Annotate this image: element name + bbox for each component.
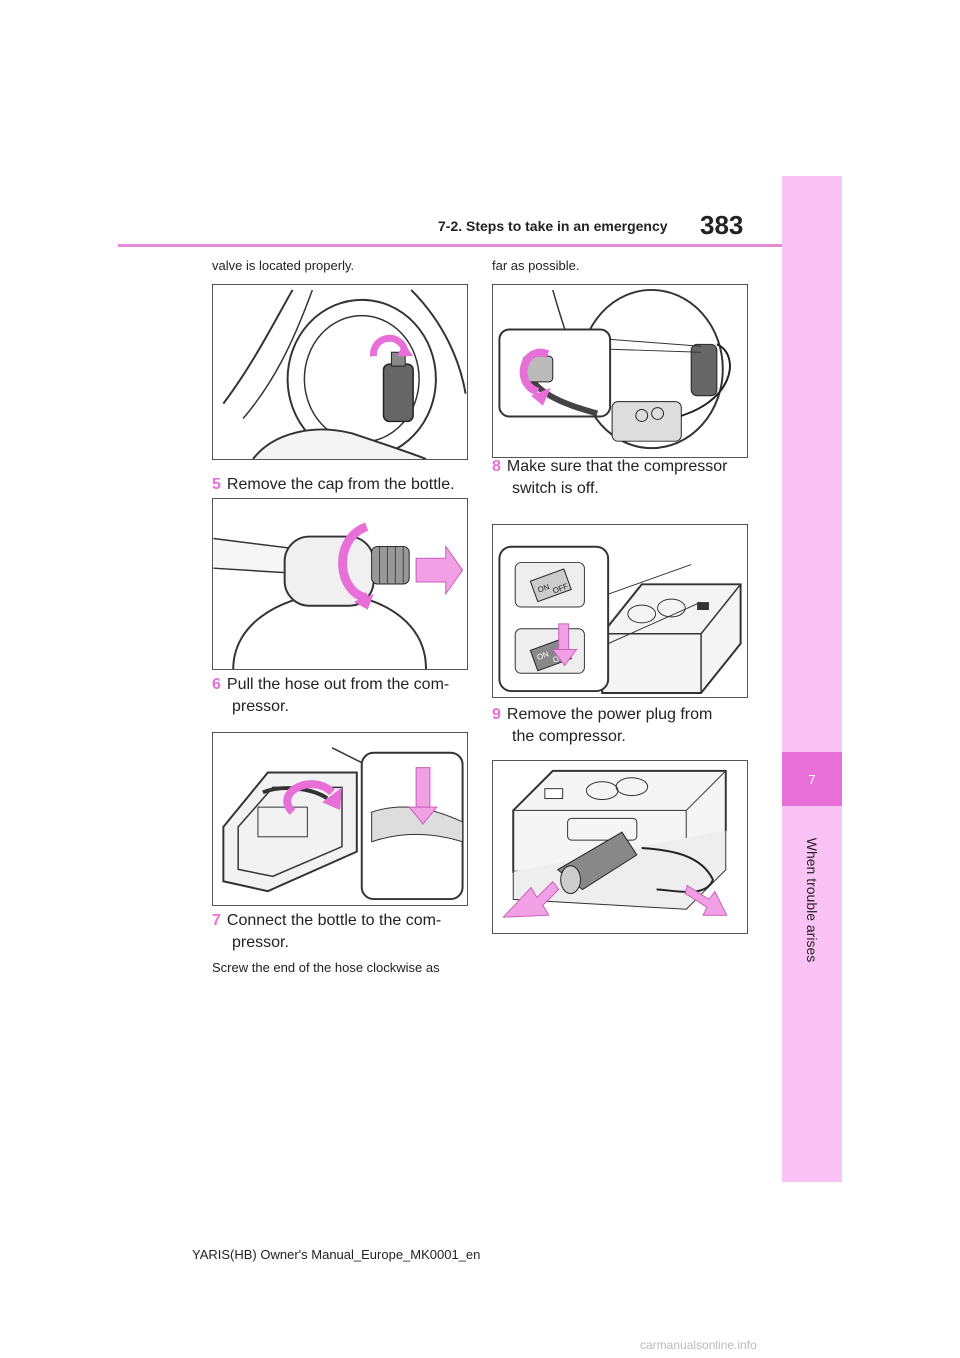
step-number: 5 [212, 476, 221, 493]
header-divider [118, 244, 782, 247]
switch-top-label: ON [536, 582, 550, 595]
step-number: 7 [212, 912, 221, 929]
figure-connect-hose [492, 284, 748, 458]
step-text-line-1: Connect the bottle to the com- [226, 912, 442, 929]
step-text-line-2: switch is off. [512, 480, 599, 497]
figure-compressor-switch: ON OFF ON OFF [492, 524, 748, 698]
step-5: 5 Remove the cap from the bottle. [212, 474, 472, 496]
step-7: 7 Connect the bottle to the com- pressor. [212, 910, 472, 954]
chapter-number-tab[interactable]: 7 [782, 752, 842, 806]
figure-valve-bottle [212, 284, 468, 460]
watermark-text: carmanualsonline.info [640, 1338, 757, 1352]
compressor-hose-illustration [222, 747, 464, 901]
step-text-line-2: pressor. [232, 934, 289, 951]
bottle-cap-illustration [213, 522, 464, 669]
figure-remove-cap [212, 498, 468, 670]
step-text-line-1: Pull the hose out from the com- [226, 676, 450, 693]
step-text-line-1: Remove the power plug from [506, 706, 713, 723]
page-number: 383 [700, 210, 744, 240]
tire-bottle-illustration [222, 289, 467, 459]
step-9: 9 Remove the power plug from the compress… [492, 704, 752, 748]
continued-text-right: far as possible. [492, 258, 580, 273]
note-text: Screw the end of the hose clockwise as [212, 960, 440, 975]
figure-pull-hose [212, 732, 468, 906]
step-number: 6 [212, 676, 221, 693]
step-text-line-2: pressor. [232, 698, 289, 715]
hose-connection-illustration [498, 288, 731, 450]
chapter-sidebar [782, 176, 842, 1182]
continued-text-left: valve is located properly. [212, 258, 355, 273]
section-title: 7-2. Steps to take in an emergency [438, 218, 668, 234]
footer-manual-id: YARIS(HB) Owner's Manual_Europe_MK0001_e… [192, 1247, 481, 1262]
figure-remove-power-plug [492, 760, 748, 934]
step-number: 9 [492, 706, 501, 723]
step-text-line-2: the compressor. [512, 728, 626, 745]
step-text: Remove the cap from the bottle. [226, 476, 455, 493]
step-text-line-1: Make sure that the compressor [506, 458, 728, 475]
step-6: 6 Pull the hose out from the com- pressor… [212, 674, 472, 718]
step-number: 8 [492, 458, 501, 475]
compressor-switch-illustration: ON OFF ON OFF [498, 545, 742, 695]
power-plug-illustration [502, 769, 728, 918]
switch-on-label: ON [536, 649, 550, 662]
step-8: 8 Make sure that the compressor switch is… [492, 456, 752, 500]
chapter-title: When trouble arises [804, 837, 820, 963]
